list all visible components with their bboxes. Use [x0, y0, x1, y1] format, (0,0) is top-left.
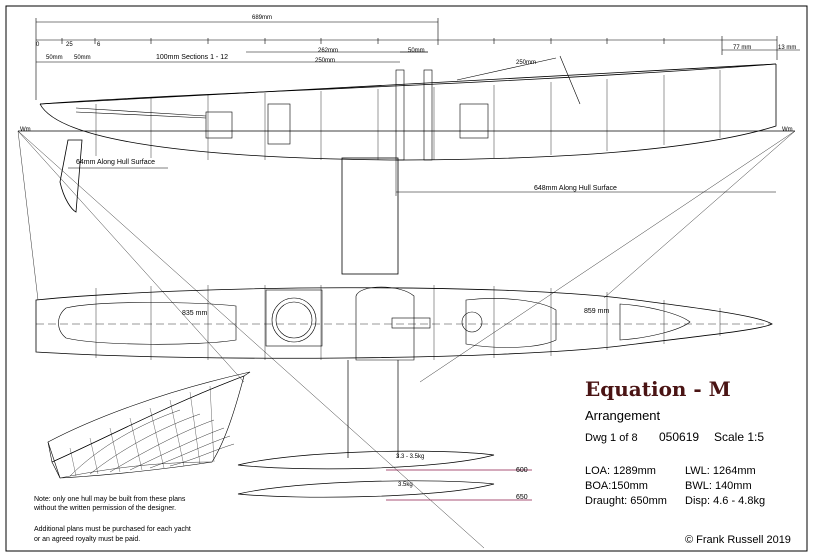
spec-draught: Draught: 650mm [585, 495, 667, 507]
spec-bwl: BWL: 140mm [685, 480, 752, 492]
note-line-3: Additional plans must be purchased for e… [34, 526, 191, 533]
dim-along-fwd: 64mm Along Hull Surface [76, 159, 155, 166]
dim-77: 77 mm [733, 45, 752, 51]
drawing-sheet-number: Dwg 1 of 8 [585, 432, 638, 444]
dim-along-aft: 648mm Along Hull Surface [534, 185, 617, 192]
construction-lines [17, 130, 796, 549]
drawing-scale: Scale 1:5 [714, 430, 765, 444]
fin-lower [347, 360, 399, 458]
dim-tick-0: 0 [36, 42, 40, 48]
spec-loa: LOA: 1289mm [585, 465, 656, 477]
rudder [59, 139, 83, 213]
bulb-lower-depth: 650 [516, 494, 528, 501]
note-line-1: Note: only one hull may be built from th… [34, 496, 186, 503]
dim-plan-fwd: 835 mm [182, 310, 208, 317]
plan-inner-outline [58, 302, 237, 345]
bulb-lower [237, 480, 495, 498]
dim-plan-aft: 859 mm [584, 308, 610, 315]
spec-disp: Disp: 4.6 - 4.8kg [685, 495, 766, 507]
spec-boa: BOA:150mm [585, 480, 648, 492]
fwd-hatch [465, 298, 557, 348]
dim-overall-top: 689mm [252, 15, 273, 21]
plan-view [35, 285, 773, 361]
hull-bottom-line [39, 64, 777, 161]
hull-perspective [47, 371, 251, 479]
dim-tick-25: 25 [66, 42, 73, 48]
waterline-label-right: Wm [782, 127, 793, 133]
drawing-number: 050619 [659, 430, 700, 444]
dim-sections: 100mm Sections 1 - 12 [156, 54, 228, 61]
side-profile [18, 55, 795, 275]
copyright: © Frank Russell 2019 [685, 534, 791, 546]
cockpit-hatch [265, 289, 323, 347]
drawing-subtitle: Arrangement [585, 408, 661, 423]
bulb-upper [237, 450, 495, 470]
hull-deck-line [39, 63, 777, 105]
plan-outline [35, 287, 773, 359]
spec-lwl: LWL: 1264mm [685, 465, 756, 477]
top-dimensions [35, 18, 800, 100]
deck-plate [355, 286, 415, 361]
waterline-label-left: Wm [20, 127, 31, 133]
dim-250: 250mm [315, 58, 336, 64]
dim-50-a: 50mm [46, 55, 63, 61]
surface-dimensions [68, 160, 776, 196]
drawing-title: Equation - M [585, 377, 731, 401]
note-line-4: or an agreed royalty must be paid. [34, 536, 141, 543]
dim-50-c: 50mm [408, 48, 425, 54]
bulb-upper-weight: 3.3 - 3.5kg [396, 454, 425, 460]
ballast-bulbs [237, 450, 532, 501]
bow-hatch [619, 303, 691, 341]
dim-tick-6: 6 [97, 42, 101, 48]
dim-13: 13 mm [778, 45, 797, 51]
dim-250-b: 250mm [516, 60, 537, 66]
hull-sheer-line [39, 63, 777, 105]
dim-50-b: 50mm [74, 55, 91, 61]
bulb-lower-weight: 3.5kg [398, 482, 413, 488]
sheet-border [5, 5, 808, 552]
bulb-upper-depth: 600 [516, 467, 528, 474]
note-line-2: without the written permission of the de… [34, 505, 177, 512]
dim-262: 262mm [318, 48, 339, 54]
fin-keel [341, 157, 399, 275]
